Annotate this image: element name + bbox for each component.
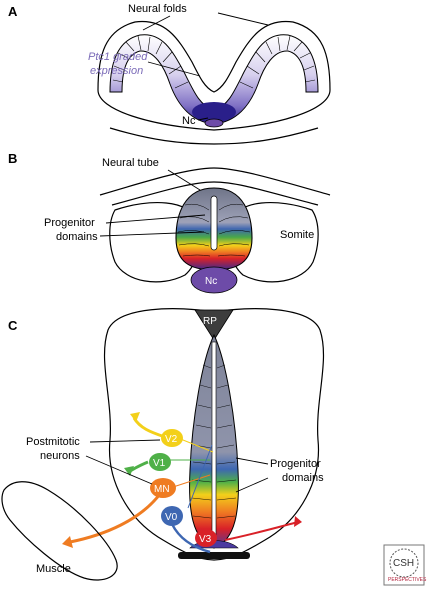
panel-a-notochord — [204, 118, 224, 128]
panel-a-nc-label: Nc — [182, 115, 196, 127]
panel-b-progenitor-pointer-bottom — [99, 231, 205, 237]
logo-frame — [383, 544, 425, 586]
panel-c-progenitor-label-line2: domains — [282, 472, 324, 484]
panel-b-progenitor-label-line2: domains — [56, 231, 98, 243]
spinal-cord-outline — [103, 308, 325, 561]
ptc1-label-line2: expression — [90, 65, 143, 77]
v1-axon-terminal — [124, 466, 134, 476]
panel-a: A Neural folds Ptc1 graded expressio — [8, 3, 331, 145]
neural-folds-label: Neural folds — [128, 3, 187, 15]
panel-a-nc-pointer — [197, 117, 209, 121]
panel-c-progenitor-pointer-top — [235, 457, 269, 465]
panel-a-letter: A — [8, 4, 18, 19]
neural-folds-pointer-right — [217, 12, 269, 26]
panel-b-notochord — [190, 266, 238, 294]
v3-axon — [224, 521, 299, 541]
panel-c-letter: C — [8, 318, 18, 333]
csh-perspectives-logo: CSH PERSPECTIVES — [383, 544, 427, 586]
postmitotic-pointer-top — [89, 439, 161, 443]
panel-b-lumen — [210, 195, 218, 251]
panel-c-progenitor-label-line1: Progenitor — [270, 458, 321, 470]
panel-a-mesoderm-outline — [97, 89, 331, 131]
v0-neuron — [161, 506, 183, 526]
postmitotic-pointer-bottom — [85, 455, 153, 485]
panel-b: B Nc Neural tube Progenitor domains Somi… — [8, 151, 331, 294]
v3-neuron-label: V3 — [199, 534, 212, 545]
panel-b-ectoderm-inner — [111, 181, 319, 206]
v0-neuron-label: V0 — [165, 512, 178, 523]
panel-b-progenitor-pointer-top — [105, 214, 206, 224]
mn-neuron — [150, 478, 176, 498]
v2-axon — [132, 417, 166, 439]
logo-ring — [389, 548, 419, 578]
panel-a-ectoderm — [97, 20, 331, 93]
v0-axon — [170, 523, 211, 554]
muscle-outline — [1, 481, 118, 581]
v2-neuron-label: V2 — [165, 434, 178, 445]
v1-neuron-label: V1 — [153, 458, 166, 469]
right-somite — [229, 201, 319, 283]
panel-c-progenitor-pointer-bottom — [235, 477, 269, 493]
panel-a-floor-plate — [192, 102, 236, 122]
panel-b-letter: B — [8, 151, 17, 166]
muscle-label: Muscle — [36, 563, 71, 575]
panel-c-contours — [191, 364, 237, 519]
somite-label: Somite — [280, 229, 314, 241]
panel-b-progenitor-label-line1: Progenitor — [44, 217, 95, 229]
panel-c: C RP — [1, 308, 325, 581]
postmitotic-label-line2: neurons — [40, 450, 80, 462]
postmitotic-label-line1: Postmitotic — [26, 436, 80, 448]
ptc1-label-line1: Ptc1 graded — [88, 51, 148, 63]
v3-axon-terminal — [294, 516, 302, 527]
ptc1-pointer — [147, 61, 201, 77]
neural-folds-pointer-left — [142, 15, 171, 31]
roof-plate-label: RP — [203, 316, 217, 327]
panel-b-nc-label: Nc — [205, 276, 217, 287]
panel-b-ectoderm — [99, 167, 331, 196]
logo-main-text: CSH — [393, 558, 414, 569]
logo-sub-text: PERSPECTIVES — [388, 577, 427, 583]
mn-neuron-label: MN — [154, 484, 170, 495]
v2-axon-terminal — [130, 412, 140, 422]
v2-neuron — [161, 429, 183, 447]
mn-axon — [69, 493, 162, 544]
panel-a-endoderm-outline — [109, 127, 319, 145]
v3-neuron — [195, 529, 217, 547]
panel-c-lumen — [211, 341, 217, 539]
panel-b-contours — [177, 203, 251, 257]
v1-neuron — [149, 453, 171, 471]
specification-arrows — [165, 437, 214, 509]
neural-tube-label: Neural tube — [102, 157, 159, 169]
panel-c-notochord-bar — [178, 552, 250, 559]
roof-plate — [194, 309, 234, 341]
neural-tube-pointer — [167, 169, 201, 191]
mn-axon-terminal — [62, 536, 73, 548]
left-somite — [109, 201, 199, 283]
neural-fold-hatching — [112, 35, 316, 89]
